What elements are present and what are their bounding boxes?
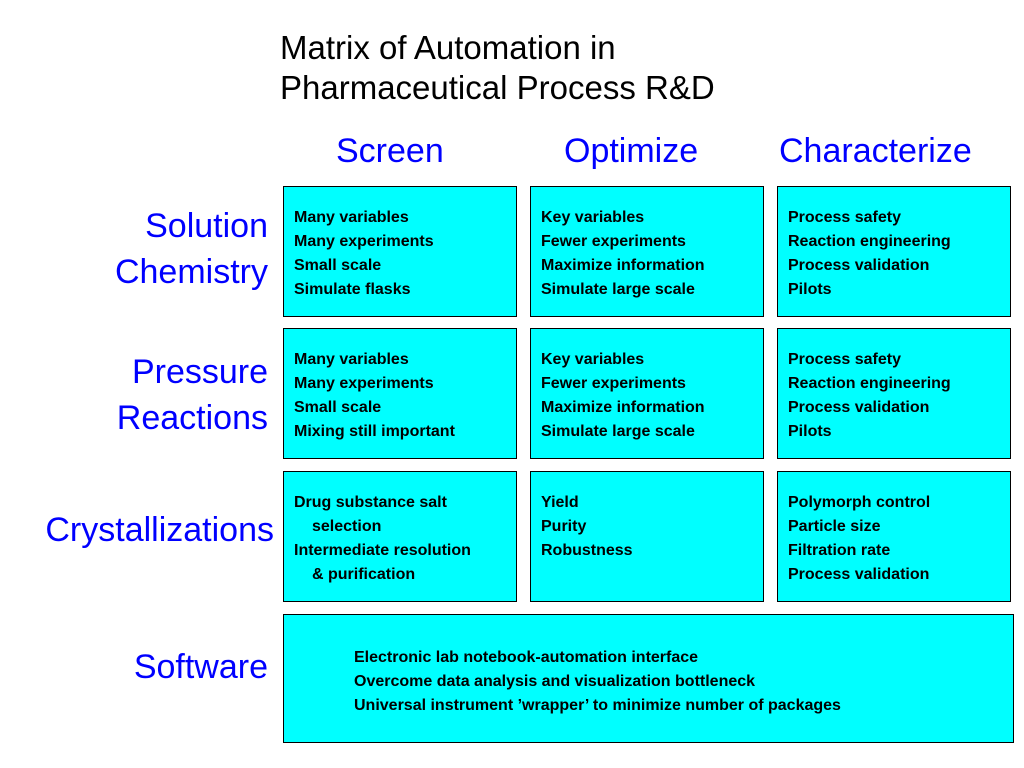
matrix-cell-pressure-optimize: Key variables Fewer experiments Maximize… — [530, 328, 764, 459]
cell-line: Many variables — [294, 351, 409, 368]
row-header-pressure-reactions: Pressure Reactions — [117, 350, 268, 442]
cell-line: Particle size — [788, 518, 881, 535]
cell-line: Purity — [541, 518, 587, 535]
matrix-cell-crystallization-screen: Drug substance salt selection Intermedia… — [283, 471, 517, 602]
cell-line: Key variables — [541, 209, 645, 226]
cell-line: Many variables — [294, 209, 409, 226]
cell-line: Yield — [541, 494, 579, 511]
cell-line: Pilots — [788, 423, 832, 440]
software-cell: Electronic lab notebook-automation inter… — [283, 614, 1014, 743]
cell-line: Process safety — [788, 351, 901, 368]
cell-line: Polymorph control — [788, 494, 931, 511]
cell-line: Key variables — [541, 351, 645, 368]
cell-line: selection — [312, 518, 382, 535]
cell-line: Drug substance salt — [294, 494, 447, 511]
cell-line: Process validation — [788, 566, 930, 583]
row-header-line: Reactions — [116, 398, 268, 437]
cell-line: Process validation — [788, 257, 930, 274]
cell-line: Pilots — [788, 281, 832, 298]
software-item: Overcome data analysis and visualization… — [354, 673, 756, 690]
software-item: Universal instrument ’wrapper’ to minimi… — [354, 697, 841, 714]
matrix-cell-pressure-characterize: Process safety Reaction engineering Proc… — [777, 328, 1011, 459]
cell-line: Reaction engineering — [788, 375, 951, 392]
title-line-1: Matrix of Automation in — [280, 29, 616, 66]
cell-line: Many experiments — [294, 233, 434, 250]
matrix-cell-pressure-screen: Many variables Many experiments Small sc… — [283, 328, 517, 459]
column-header-optimize: Optimize — [564, 132, 699, 170]
row-header-line: Crystallizations — [45, 511, 274, 549]
row-header-line: Chemistry — [114, 252, 268, 291]
software-item: Electronic lab notebook-automation inter… — [354, 649, 699, 666]
cell-line: & purification — [312, 566, 416, 583]
matrix-cell-solution-characterize: Process safety Reaction engineering Proc… — [777, 186, 1011, 317]
cell-line: Reaction engineering — [788, 233, 951, 250]
row-header-solution-chemistry: Solution Chemistry — [115, 204, 268, 296]
cell-line: Simulate large scale — [541, 423, 695, 440]
cell-line: Small scale — [294, 257, 382, 274]
cell-line: Filtration rate — [788, 542, 891, 559]
cell-line: Simulate flasks — [294, 281, 411, 298]
cell-line: Small scale — [294, 399, 382, 416]
cell-line: Fewer experiments — [541, 375, 686, 392]
row-header-line: Pressure — [131, 353, 268, 391]
matrix-cell-crystallization-characterize: Polymorph control Particle size Filtrati… — [777, 471, 1011, 602]
matrix-cell-crystallization-optimize: Yield Purity Robustness — [530, 471, 764, 602]
row-header-line: Solution — [145, 207, 268, 245]
cell-line: Process safety — [788, 209, 901, 226]
matrix-cell-solution-optimize: Key variables Fewer experiments Maximize… — [530, 186, 764, 317]
row-header-software: Software — [134, 645, 268, 691]
slide-title: Matrix of Automation in Pharmaceutical P… — [280, 28, 715, 107]
cell-line: Maximize information — [541, 257, 705, 274]
cell-line: Many experiments — [294, 375, 434, 392]
title-line-2: Pharmaceutical Process R&D — [280, 68, 715, 106]
column-header-screen: Screen — [336, 132, 444, 170]
cell-line: Robustness — [541, 542, 633, 559]
cell-line: Mixing still important — [294, 423, 455, 440]
cell-line: Process validation — [788, 399, 930, 416]
row-header-line: Software — [133, 648, 268, 686]
cell-line: Intermediate resolution — [294, 542, 471, 559]
matrix-cell-solution-screen: Many variables Many experiments Small sc… — [283, 186, 517, 317]
column-header-characterize: Characterize — [779, 132, 972, 170]
cell-line: Maximize information — [541, 399, 705, 416]
cell-line: Simulate large scale — [541, 281, 695, 298]
cell-line: Fewer experiments — [541, 233, 686, 250]
row-header-crystallizations: Crystallizations — [45, 508, 274, 554]
